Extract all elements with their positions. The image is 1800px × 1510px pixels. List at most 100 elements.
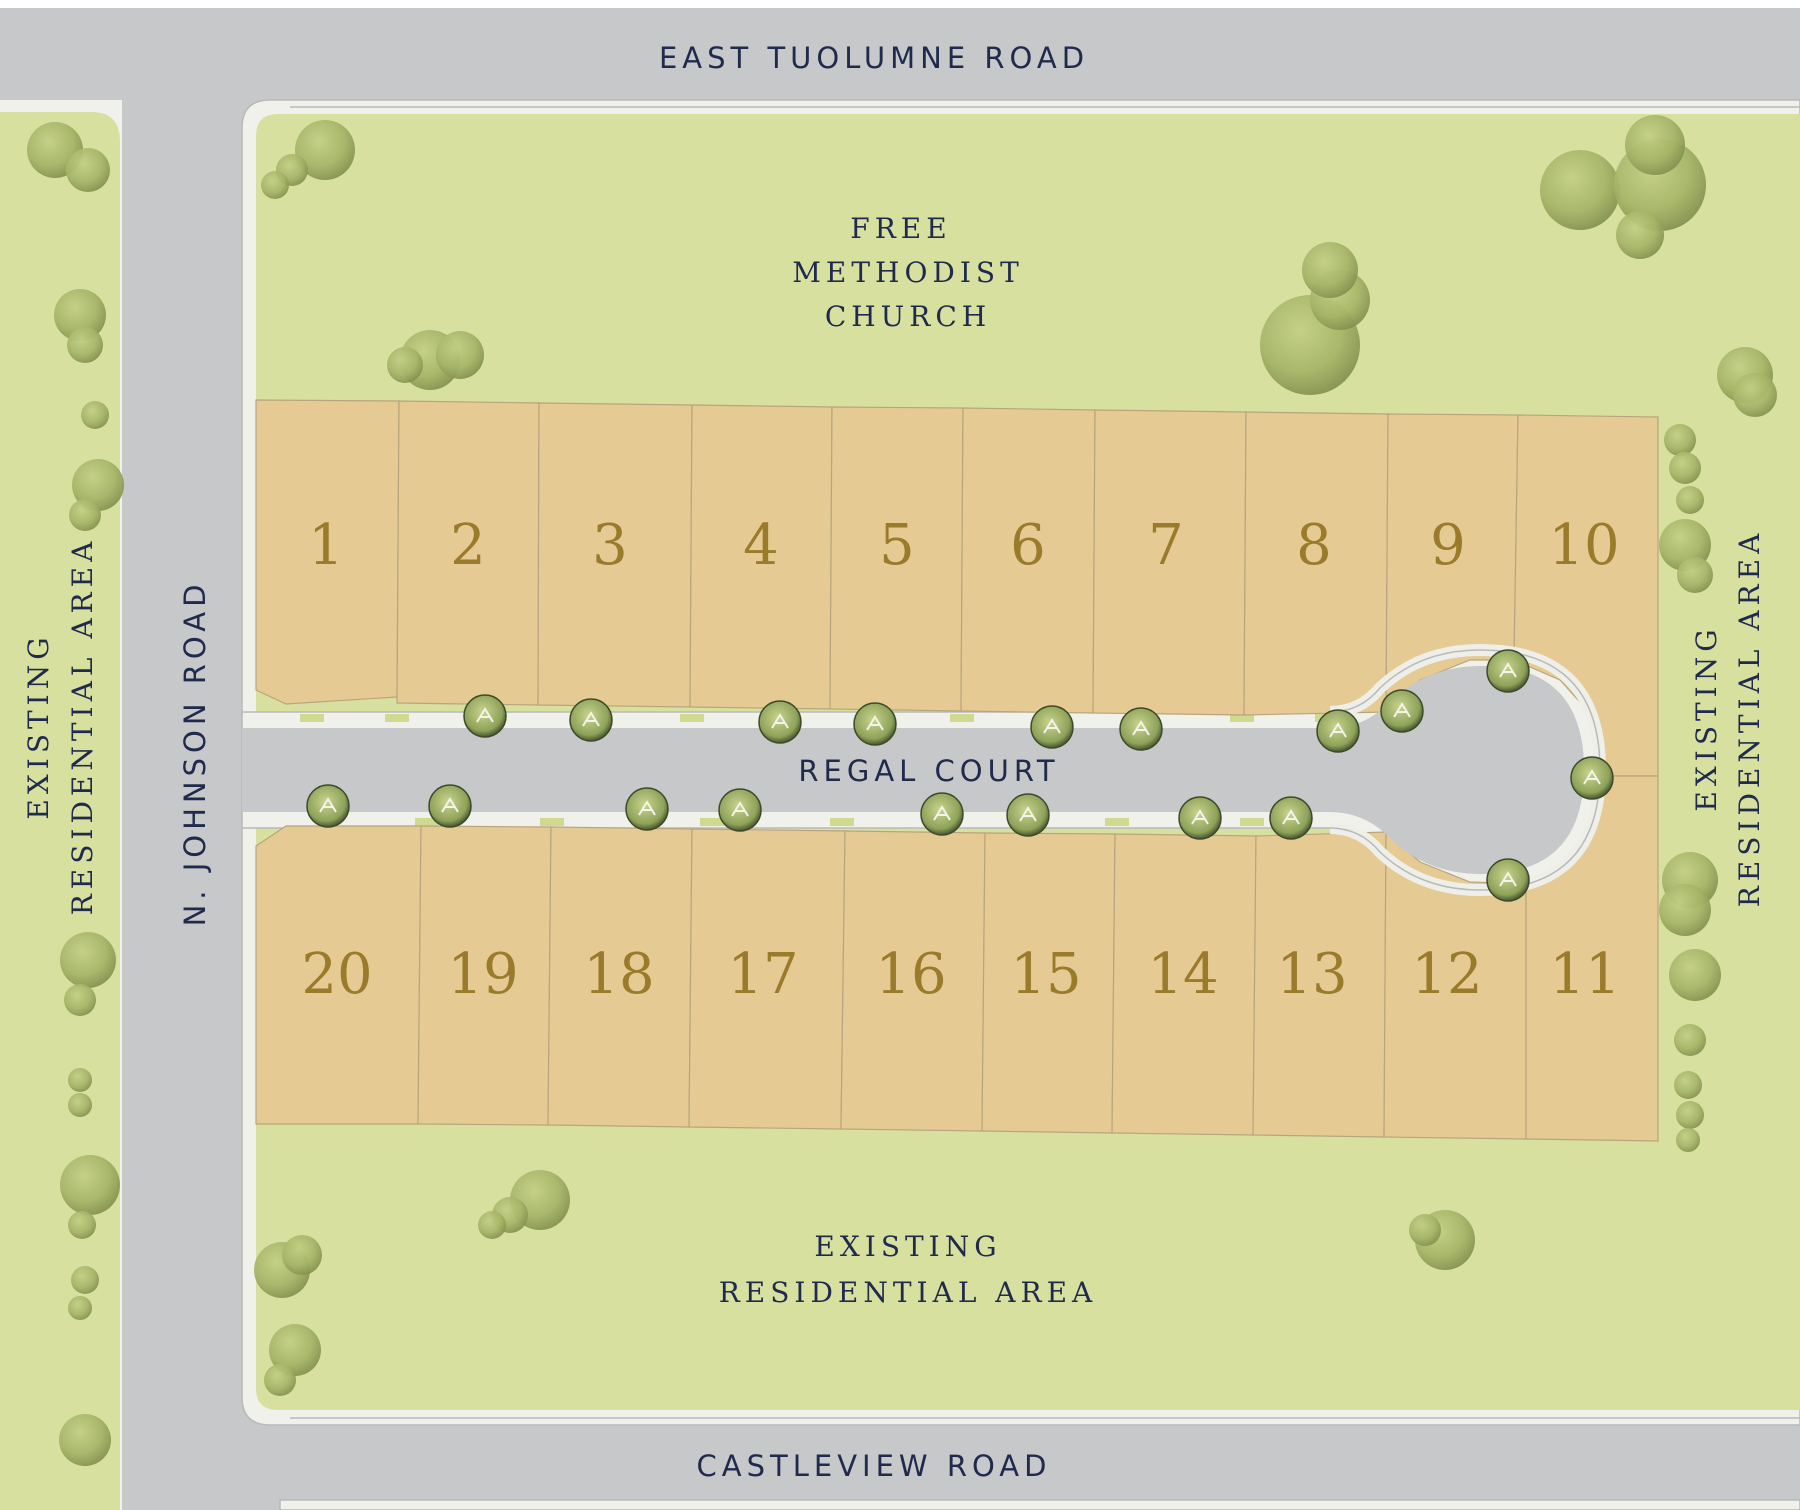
tree-icon [1669,949,1721,1001]
tree-icon [68,1296,92,1320]
lot-number: 13 [1276,942,1347,1007]
lots-south-row [255,775,1659,1142]
tree-icon [1677,557,1713,593]
tree-icon [1540,150,1620,230]
tree-icon [71,1266,99,1294]
tree-icon [81,401,109,429]
lot-number: 15 [1010,942,1081,1007]
lot-number: 20 [301,942,372,1007]
tree-icon [264,1364,296,1396]
tree-icon [1676,486,1704,514]
tree-icon [72,459,124,511]
area-label-line: METHODIST [792,256,1024,289]
tree-icon [1409,1214,1441,1246]
tree-icon [282,1235,322,1275]
street-tree-icon [1570,756,1614,800]
tree-icon [1664,424,1696,456]
area-label-line: RESIDENTIAL AREA [719,1276,1098,1309]
tree-icon [69,499,101,531]
lot-number: 17 [727,942,798,1007]
street-tree-icon [306,784,350,828]
tree-icon [59,1414,111,1466]
area-label-line: FREE [850,212,951,245]
street-tree-icon [1380,689,1424,733]
lot-number: 3 [592,513,628,578]
lot-number: 19 [447,942,518,1007]
lot-number: 12 [1411,942,1482,1007]
tree-icon [1676,1101,1704,1129]
lot-number: 8 [1296,513,1332,578]
tree-icon [54,289,106,341]
street-tree-icon [853,702,897,746]
area-label-line: RESIDENTIAL AREA [66,537,99,916]
tree-icon [1674,1024,1706,1056]
tree-icon [295,120,355,180]
area-label-line: EXISTING [814,1230,1001,1263]
tree-icon [1674,1071,1702,1099]
tree-icon [261,171,289,199]
street-trees [306,649,1614,902]
tree-icon [66,148,110,192]
area-label-church: FREE METHODIST CHURCH [792,212,1024,333]
lot-number: 16 [875,942,946,1007]
tree-icon [68,1211,96,1239]
lot-number: 1 [308,513,344,578]
lot-number: 5 [879,513,915,578]
tree-icon [478,1211,506,1239]
tree-icon [436,331,484,379]
trees [27,115,1777,1466]
area-label-line: EXISTING [1690,624,1723,811]
tree-icon [1302,242,1358,298]
street-tree-icon [758,700,802,744]
lot-number: 9 [1430,513,1466,578]
tree-icon [1669,452,1701,484]
lot-number: 2 [450,513,486,578]
street-tree-icon [1486,649,1530,693]
tree-icon [60,1155,120,1215]
tree-icon [68,1093,92,1117]
tree-icon [1733,373,1777,417]
south-sidewalk [279,1499,1800,1510]
area-label-line: RESIDENTIAL AREA [1733,529,1766,908]
map-border [0,0,1800,8]
tree-icon [1616,211,1664,259]
lot-number: 11 [1549,942,1620,1007]
tree-icon [1676,1128,1700,1152]
road-label-regal-court: REGAL COURT [798,754,1059,788]
tree-icon [64,984,96,1016]
tree-icon [68,1068,92,1092]
tree-icon [1625,115,1685,175]
street-tree-icon [428,784,472,828]
tree-icon [1659,884,1711,936]
tree-icon [387,347,423,383]
street-tree-icon [1316,709,1360,753]
area-label-line: CHURCH [825,300,991,333]
lots-north-row [255,399,1659,777]
road-label-castleview: CASTLEVIEW ROAD [697,1449,1052,1483]
street-tree-icon [1486,858,1530,902]
lot-number: 6 [1010,513,1046,578]
lot-1[interactable] [255,399,400,705]
road-label-n-johnson: N. JOHNSON ROAD [178,580,212,927]
street-tree-icon [920,792,964,836]
street-tree-icon [463,694,507,738]
road-label-east-tuolumne: EAST TUOLUMNE ROAD [659,41,1089,75]
lot-number: 7 [1148,513,1184,578]
lot-number: 14 [1147,942,1218,1007]
lot-numbers: 1 2 3 4 5 6 7 8 9 10 20 19 18 17 16 15 1… [301,513,1620,1007]
lot-number: 18 [583,942,654,1007]
lot-number: 4 [743,513,779,578]
tree-icon [269,1324,321,1376]
lot-number: 10 [1548,513,1619,578]
area-label-line: EXISTING [22,632,55,819]
area-label-south: EXISTING RESIDENTIAL AREA [719,1230,1098,1309]
tree-icon [60,932,116,988]
street-tree-icon [1178,796,1222,840]
street-tree-icon [1006,793,1050,837]
area-label-west: EXISTING RESIDENTIAL AREA [22,537,99,916]
tree-icon [67,327,103,363]
street-tree-icon [625,787,669,831]
street-tree-icon [1030,705,1074,749]
street-tree-icon [569,698,613,742]
